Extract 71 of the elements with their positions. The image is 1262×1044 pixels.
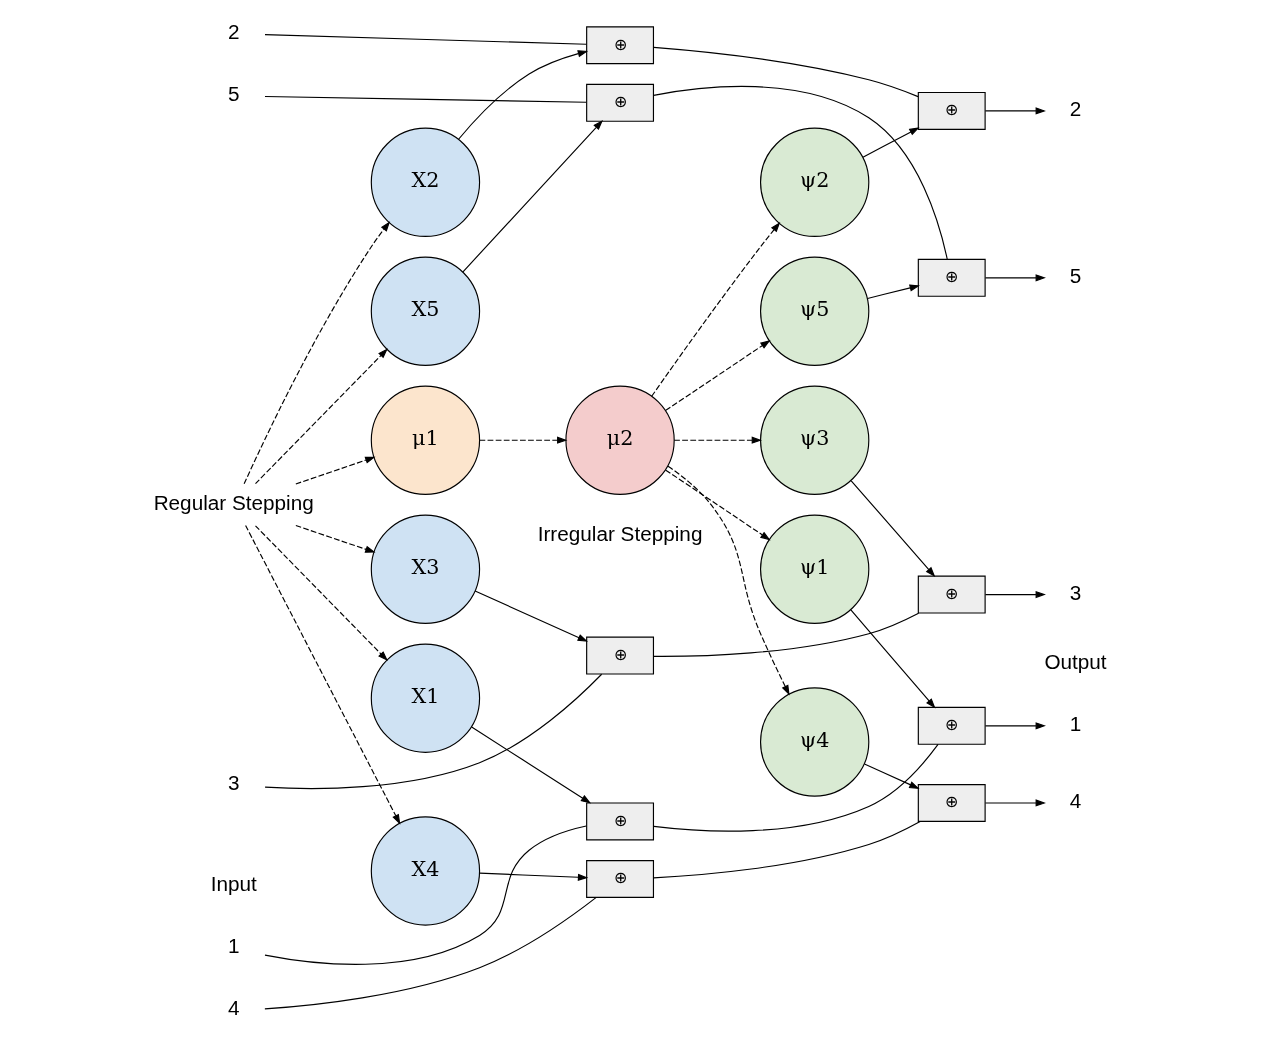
arrow <box>243 221 391 485</box>
node-box: ⊕ <box>917 575 986 614</box>
node-text: 2 <box>1069 96 1082 120</box>
node-circle: ψ2 <box>759 127 870 237</box>
node-text: 5 <box>227 81 240 105</box>
arrow <box>984 274 1046 282</box>
node-text: 1 <box>1069 711 1082 735</box>
label: Irregular Stepping <box>537 521 703 545</box>
node-box: ⊕ <box>586 802 655 841</box>
connector <box>264 825 587 965</box>
arrow <box>458 50 589 140</box>
arrow <box>850 480 936 578</box>
arrow <box>479 872 589 881</box>
connector <box>653 820 921 879</box>
label: Output <box>1044 649 1107 673</box>
arrow <box>665 469 771 541</box>
connector <box>264 896 597 1010</box>
node-box: ⊕ <box>917 91 986 130</box>
node-text: 3 <box>1069 580 1082 604</box>
arrow <box>863 763 920 789</box>
node-circle: X4 <box>370 816 481 926</box>
arrow <box>665 340 771 411</box>
arrow <box>984 722 1046 730</box>
node-circle: X3 <box>370 514 481 624</box>
node-text: 2 <box>227 19 240 43</box>
arrow <box>850 609 936 709</box>
node-box: ⊕ <box>586 860 655 898</box>
arrow <box>984 799 1046 807</box>
arrow <box>254 525 388 662</box>
node-text: 4 <box>227 996 240 1020</box>
arrow <box>651 221 781 397</box>
arrow <box>295 456 376 485</box>
node-text: Regular Stepping <box>153 490 314 514</box>
arrow <box>245 524 401 825</box>
node-circle: X2 <box>370 127 481 237</box>
arrow <box>462 120 604 273</box>
node-circle: ψ4 <box>759 687 870 797</box>
node-circle: μ2 <box>565 385 675 495</box>
node-text: 3 <box>227 770 240 794</box>
node-box: ⊕ <box>586 83 655 122</box>
arrow <box>667 465 790 696</box>
arrow <box>474 590 588 642</box>
connector <box>652 612 920 657</box>
node-circle: X5 <box>370 256 481 366</box>
arrow <box>862 127 920 158</box>
connector <box>653 743 939 832</box>
node-box: ⊕ <box>917 258 986 297</box>
arrow <box>479 436 568 444</box>
node-text: 4 <box>1069 789 1082 813</box>
arrow <box>984 107 1046 115</box>
node-circle: μ1 <box>370 385 481 495</box>
node-circle: X1 <box>370 643 481 753</box>
arrow <box>254 348 388 485</box>
arrow <box>984 590 1046 599</box>
node-box: ⊕ <box>917 784 986 822</box>
arrow <box>866 284 920 299</box>
node-circle: ψ3 <box>759 385 870 495</box>
arrow <box>471 726 592 804</box>
node-box: ⊕ <box>586 636 655 675</box>
connector <box>264 673 603 790</box>
node-box: ⊕ <box>586 26 655 65</box>
node-text: 5 <box>1069 263 1082 287</box>
connector <box>264 34 587 45</box>
arrow <box>295 524 376 553</box>
arrow <box>673 436 763 444</box>
label: Input <box>210 871 257 895</box>
node-text: 1 <box>227 934 240 958</box>
node-box: ⊕ <box>917 706 986 745</box>
connector <box>653 46 919 98</box>
connector <box>653 85 948 260</box>
connector <box>264 95 587 103</box>
